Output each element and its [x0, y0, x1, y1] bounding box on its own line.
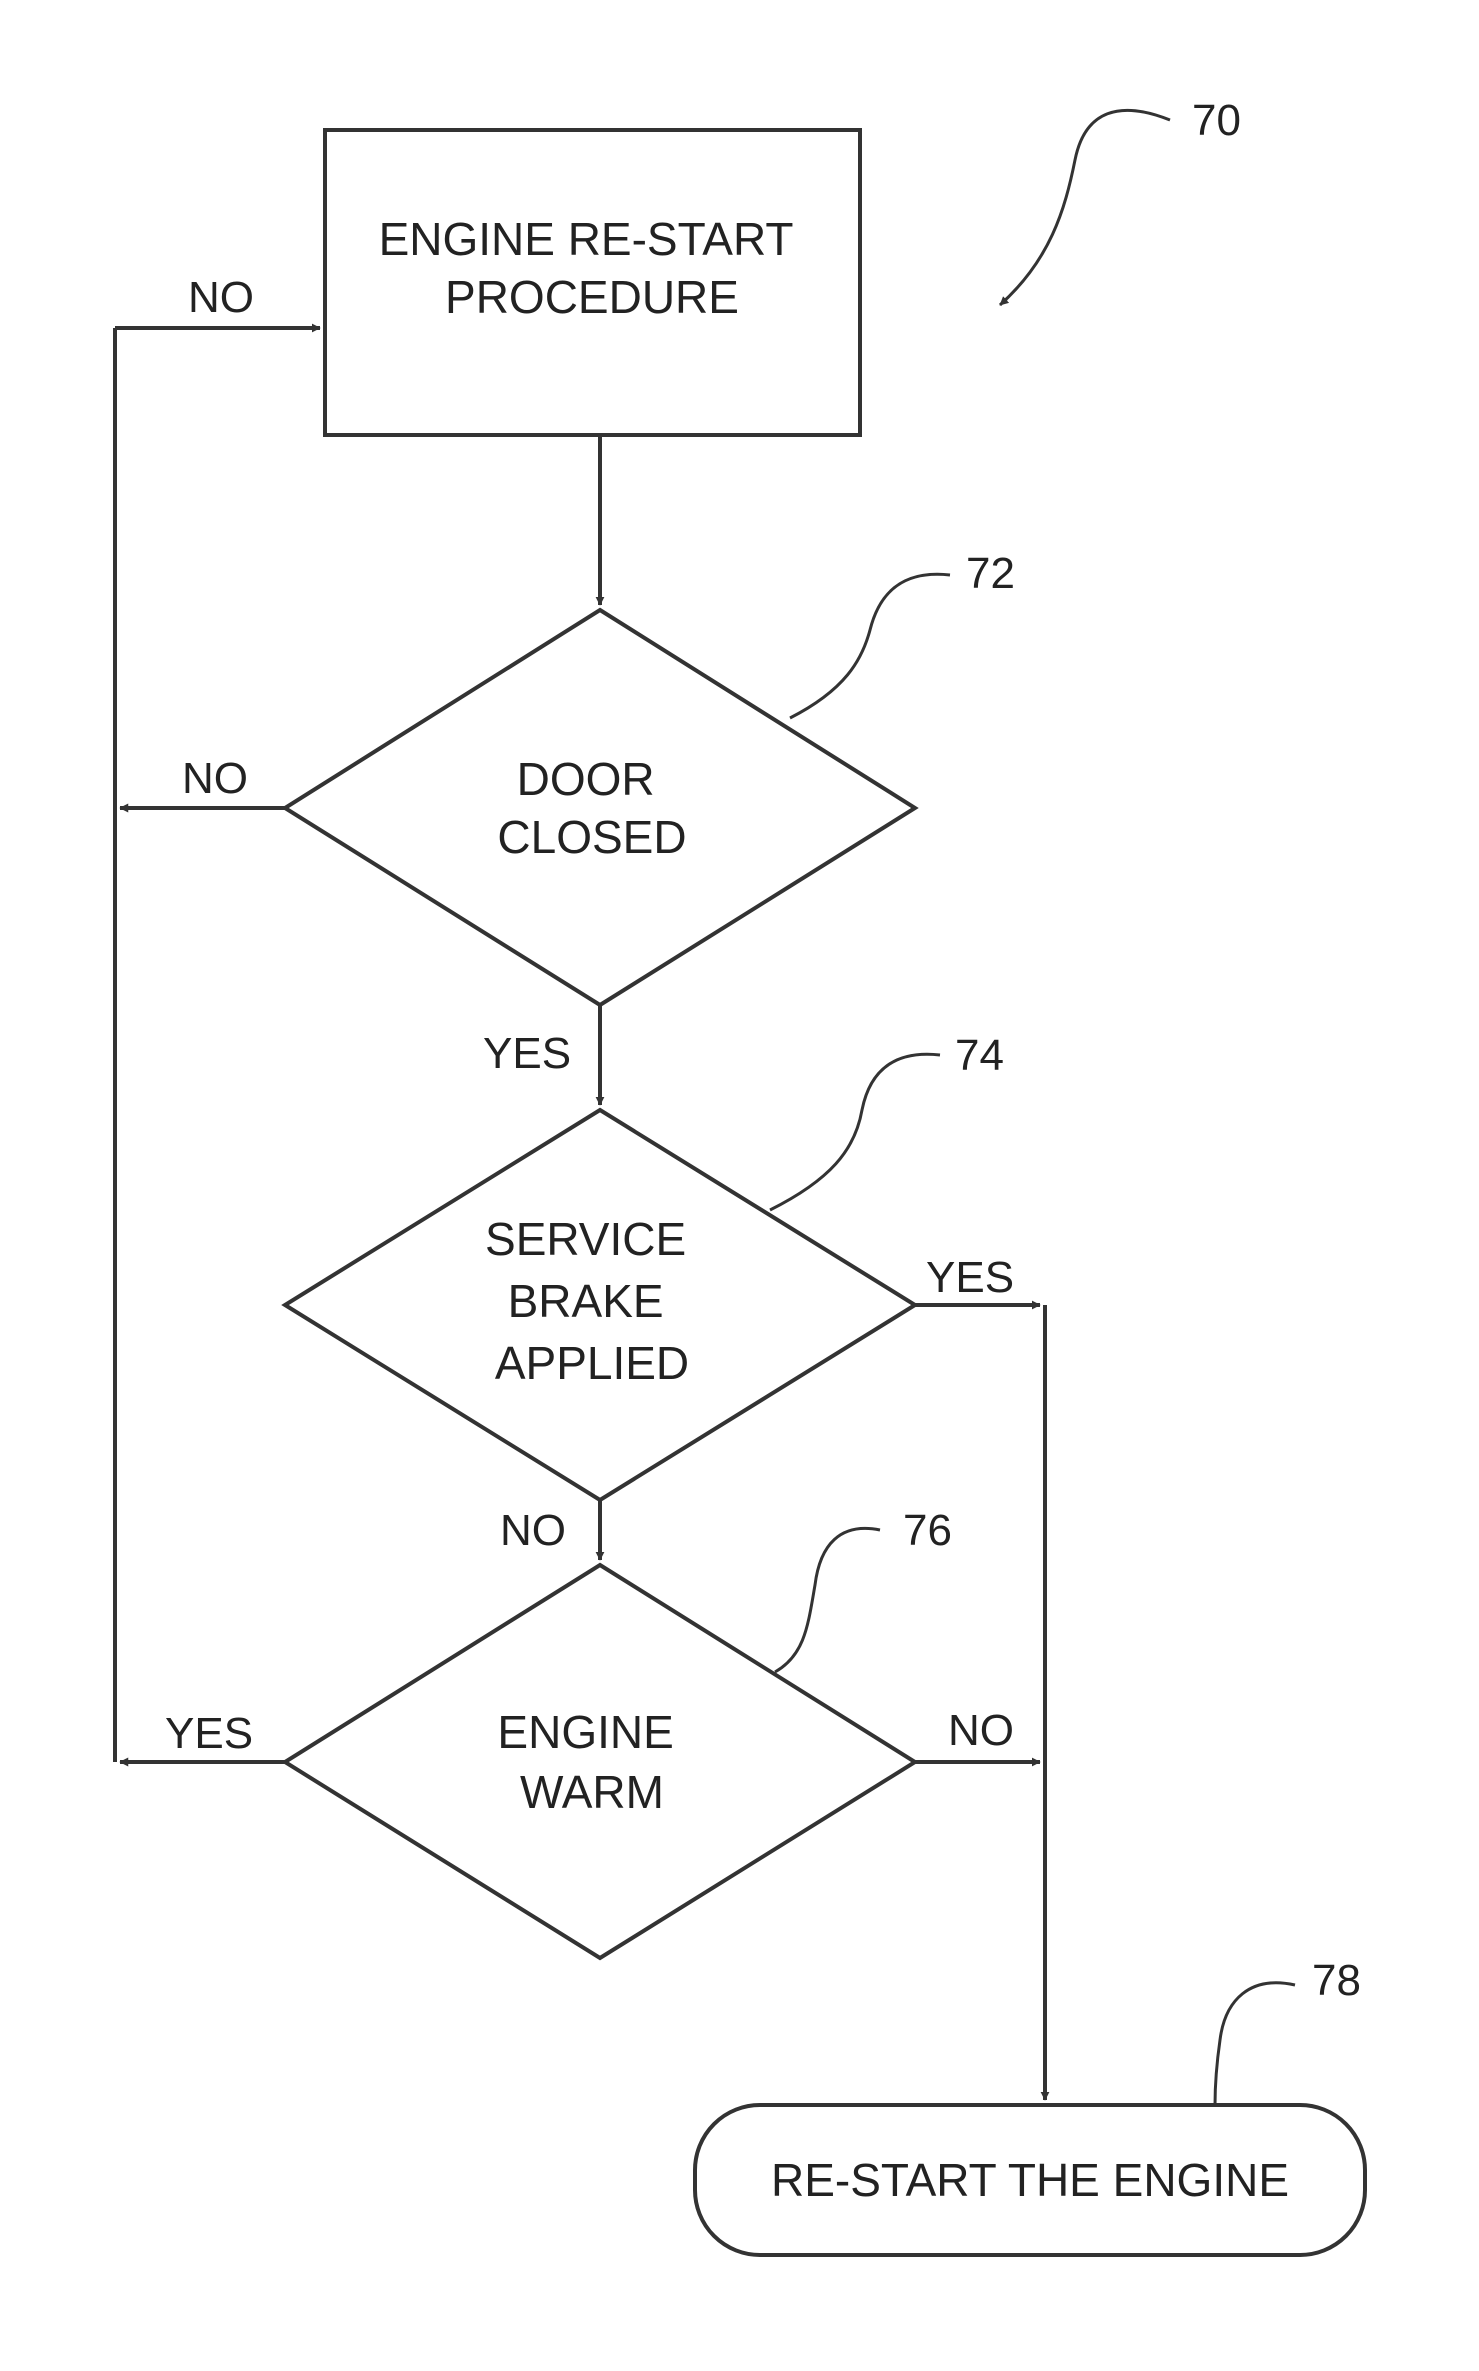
ref-76: 76: [903, 1506, 952, 1555]
ref-78-leader: [1215, 1983, 1295, 2105]
edge-label-loop-no: NO: [188, 273, 254, 322]
edge-label-brake-no: NO: [500, 1506, 566, 1555]
service-brake-line-1: SERVICE: [485, 1213, 686, 1265]
edge-label-door-no: NO: [182, 754, 248, 803]
ref-76-leader: [775, 1528, 880, 1672]
edge-label-warm-no: NO: [948, 1706, 1014, 1755]
restart-engine-label: RE-START THE ENGINE: [771, 2154, 1289, 2206]
service-brake-label: SERVICE BRAKE APPLIED: [485, 1213, 699, 1389]
ref-70-leader: [1000, 110, 1170, 305]
door-closed-line-1: DOOR: [517, 753, 655, 805]
ref-74: 74: [955, 1031, 1004, 1080]
edge-label-door-yes: YES: [483, 1029, 571, 1078]
ref-72: 72: [966, 549, 1015, 598]
door-closed-line-2: CLOSED: [497, 811, 686, 863]
engine-warm-line-2: WARM: [520, 1766, 664, 1818]
engine-warm-line-1: ENGINE: [497, 1706, 673, 1758]
engine-warm-diamond: [285, 1565, 915, 1958]
ref-78: 78: [1312, 1956, 1361, 2005]
ref-70: 70: [1192, 96, 1241, 145]
service-brake-line-3: APPLIED: [495, 1337, 689, 1389]
restart-procedure-line-2: PROCEDURE: [445, 271, 739, 323]
door-closed-diamond: [285, 610, 915, 1005]
edge-label-warm-yes: YES: [165, 1709, 253, 1758]
service-brake-line-2: BRAKE: [508, 1275, 664, 1327]
ref-72-leader: [790, 574, 950, 718]
edge-label-brake-yes: YES: [926, 1253, 1014, 1302]
restart-procedure-line-1: ENGINE RE-START: [379, 213, 794, 265]
ref-74-leader: [770, 1054, 940, 1210]
